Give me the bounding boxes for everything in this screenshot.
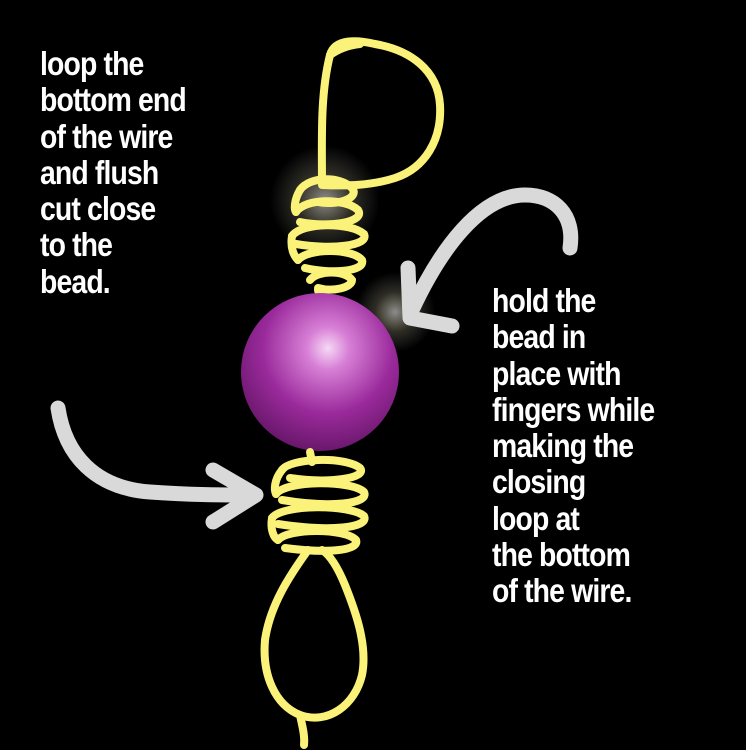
instruction-line: fingers while (492, 390, 655, 428)
instruction-line: loop the (40, 45, 144, 82)
instruction-text-right: hold the bead in place with fingers whil… (492, 282, 655, 610)
instruction-line: and flush (40, 153, 159, 191)
instruction-line: to the (40, 226, 113, 264)
instruction-line: hold the (492, 282, 596, 319)
top-wire-loop (317, 37, 445, 190)
instruction-line: bottom end (40, 81, 187, 119)
bottom-wire-loop (260, 546, 368, 749)
instruction-line: cut close (40, 190, 156, 228)
instruction-line: bead in (492, 318, 586, 356)
arrow-to-bottom-coil (50, 400, 264, 530)
instruction-line: loop at (492, 499, 580, 537)
instruction-line: the bottom (492, 536, 631, 574)
purple-bead (241, 293, 399, 451)
instruction-line: of the wire (40, 117, 173, 155)
instruction-line: bead. (40, 262, 111, 300)
instruction-line: place with (492, 354, 621, 392)
instruction-line: of the wire. (492, 572, 632, 610)
instruction-line: closing (492, 463, 586, 501)
bottom-wire-coil (267, 448, 369, 555)
arrow-to-bead (400, 187, 579, 334)
instruction-text-left: loop the bottom end of the wire and flus… (40, 45, 187, 300)
instruction-line: making the (492, 427, 634, 465)
